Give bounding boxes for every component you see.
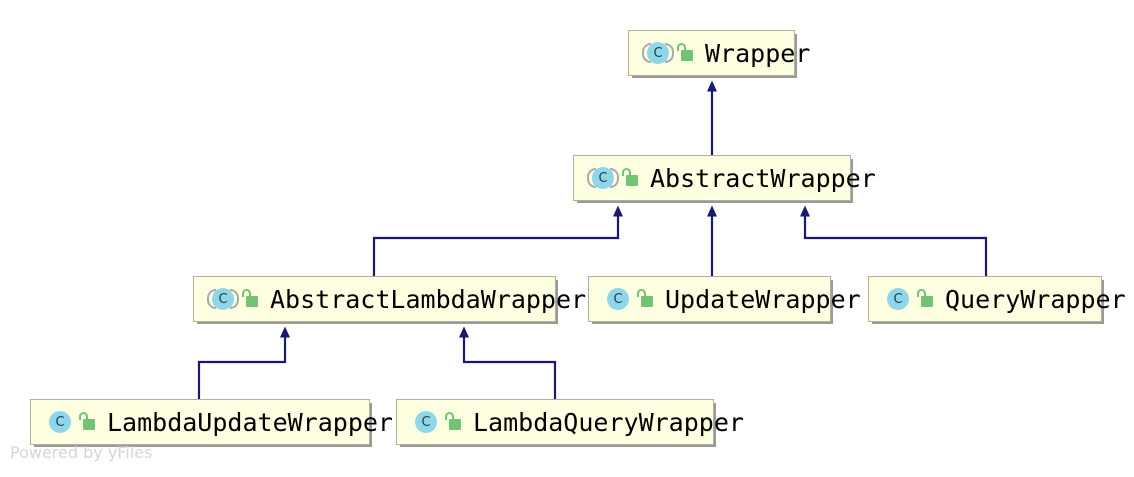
class-node-query-wrapper[interactable]: C QueryWrapper bbox=[868, 276, 1126, 322]
edge-lambdaupdatewrapper-to-abstractlambdawrapper bbox=[197, 326, 290, 399]
class-icon: C bbox=[603, 286, 633, 312]
class-node-abstract-wrapper[interactable]: C AbstractWrapper bbox=[573, 155, 876, 201]
unlocked-padlock-icon bbox=[79, 412, 95, 432]
class-icon: C bbox=[411, 409, 441, 435]
unlocked-padlock-icon bbox=[242, 289, 258, 309]
unlocked-padlock-icon bbox=[677, 43, 693, 63]
edge-querywrapper-to-abstractwrapper bbox=[800, 205, 988, 276]
edge-lambdaquerywrapper-to-abstractlambdawrapper bbox=[459, 326, 557, 399]
edge-abstractlambdawrapper-to-abstractwrapper bbox=[372, 205, 623, 276]
class-name-label: LambdaQueryWrapper bbox=[473, 407, 744, 437]
yfiles-watermark: Powered by yFiles bbox=[10, 443, 153, 462]
class-node-lambda-query-wrapper[interactable]: C LambdaQueryWrapper bbox=[396, 399, 744, 445]
class-name-label: UpdateWrapper bbox=[665, 284, 861, 314]
unlocked-padlock-icon bbox=[637, 289, 653, 309]
node-icons-lambda-query-wrapper: C bbox=[411, 409, 461, 435]
class-icon: C bbox=[883, 286, 913, 312]
class-node-wrapper[interactable]: C Wrapper bbox=[628, 30, 810, 76]
unlocked-padlock-icon bbox=[917, 289, 933, 309]
class-name-label: AbstractLambdaWrapper bbox=[270, 284, 587, 314]
class-node-abstract-lambda-wrapper[interactable]: C AbstractLambdaWrapper bbox=[193, 276, 586, 322]
node-icons-abstract-wrapper: C bbox=[587, 165, 638, 191]
class-name-label: LambdaUpdateWrapper bbox=[107, 407, 393, 437]
node-icons-lambda-update-wrapper: C bbox=[45, 409, 95, 435]
class-icon: C bbox=[45, 409, 75, 435]
abstract-class-icon: C bbox=[642, 40, 674, 66]
class-name-label: Wrapper bbox=[705, 38, 811, 68]
abstract-class-icon: C bbox=[207, 286, 239, 312]
node-icons-abstract-lambda-wrapper: C bbox=[207, 286, 258, 312]
abstract-class-icon: C bbox=[587, 165, 619, 191]
class-name-label: AbstractWrapper bbox=[650, 163, 876, 193]
unlocked-padlock-icon bbox=[445, 412, 461, 432]
unlocked-padlock-icon bbox=[622, 168, 638, 188]
node-icons-query-wrapper: C bbox=[883, 286, 933, 312]
class-name-label: QueryWrapper bbox=[945, 284, 1126, 314]
class-node-lambda-update-wrapper[interactable]: C LambdaUpdateWrapper bbox=[30, 399, 393, 445]
node-icons-update-wrapper: C bbox=[603, 286, 653, 312]
node-icons-wrapper: C bbox=[642, 40, 693, 66]
class-node-update-wrapper[interactable]: C UpdateWrapper bbox=[588, 276, 861, 322]
